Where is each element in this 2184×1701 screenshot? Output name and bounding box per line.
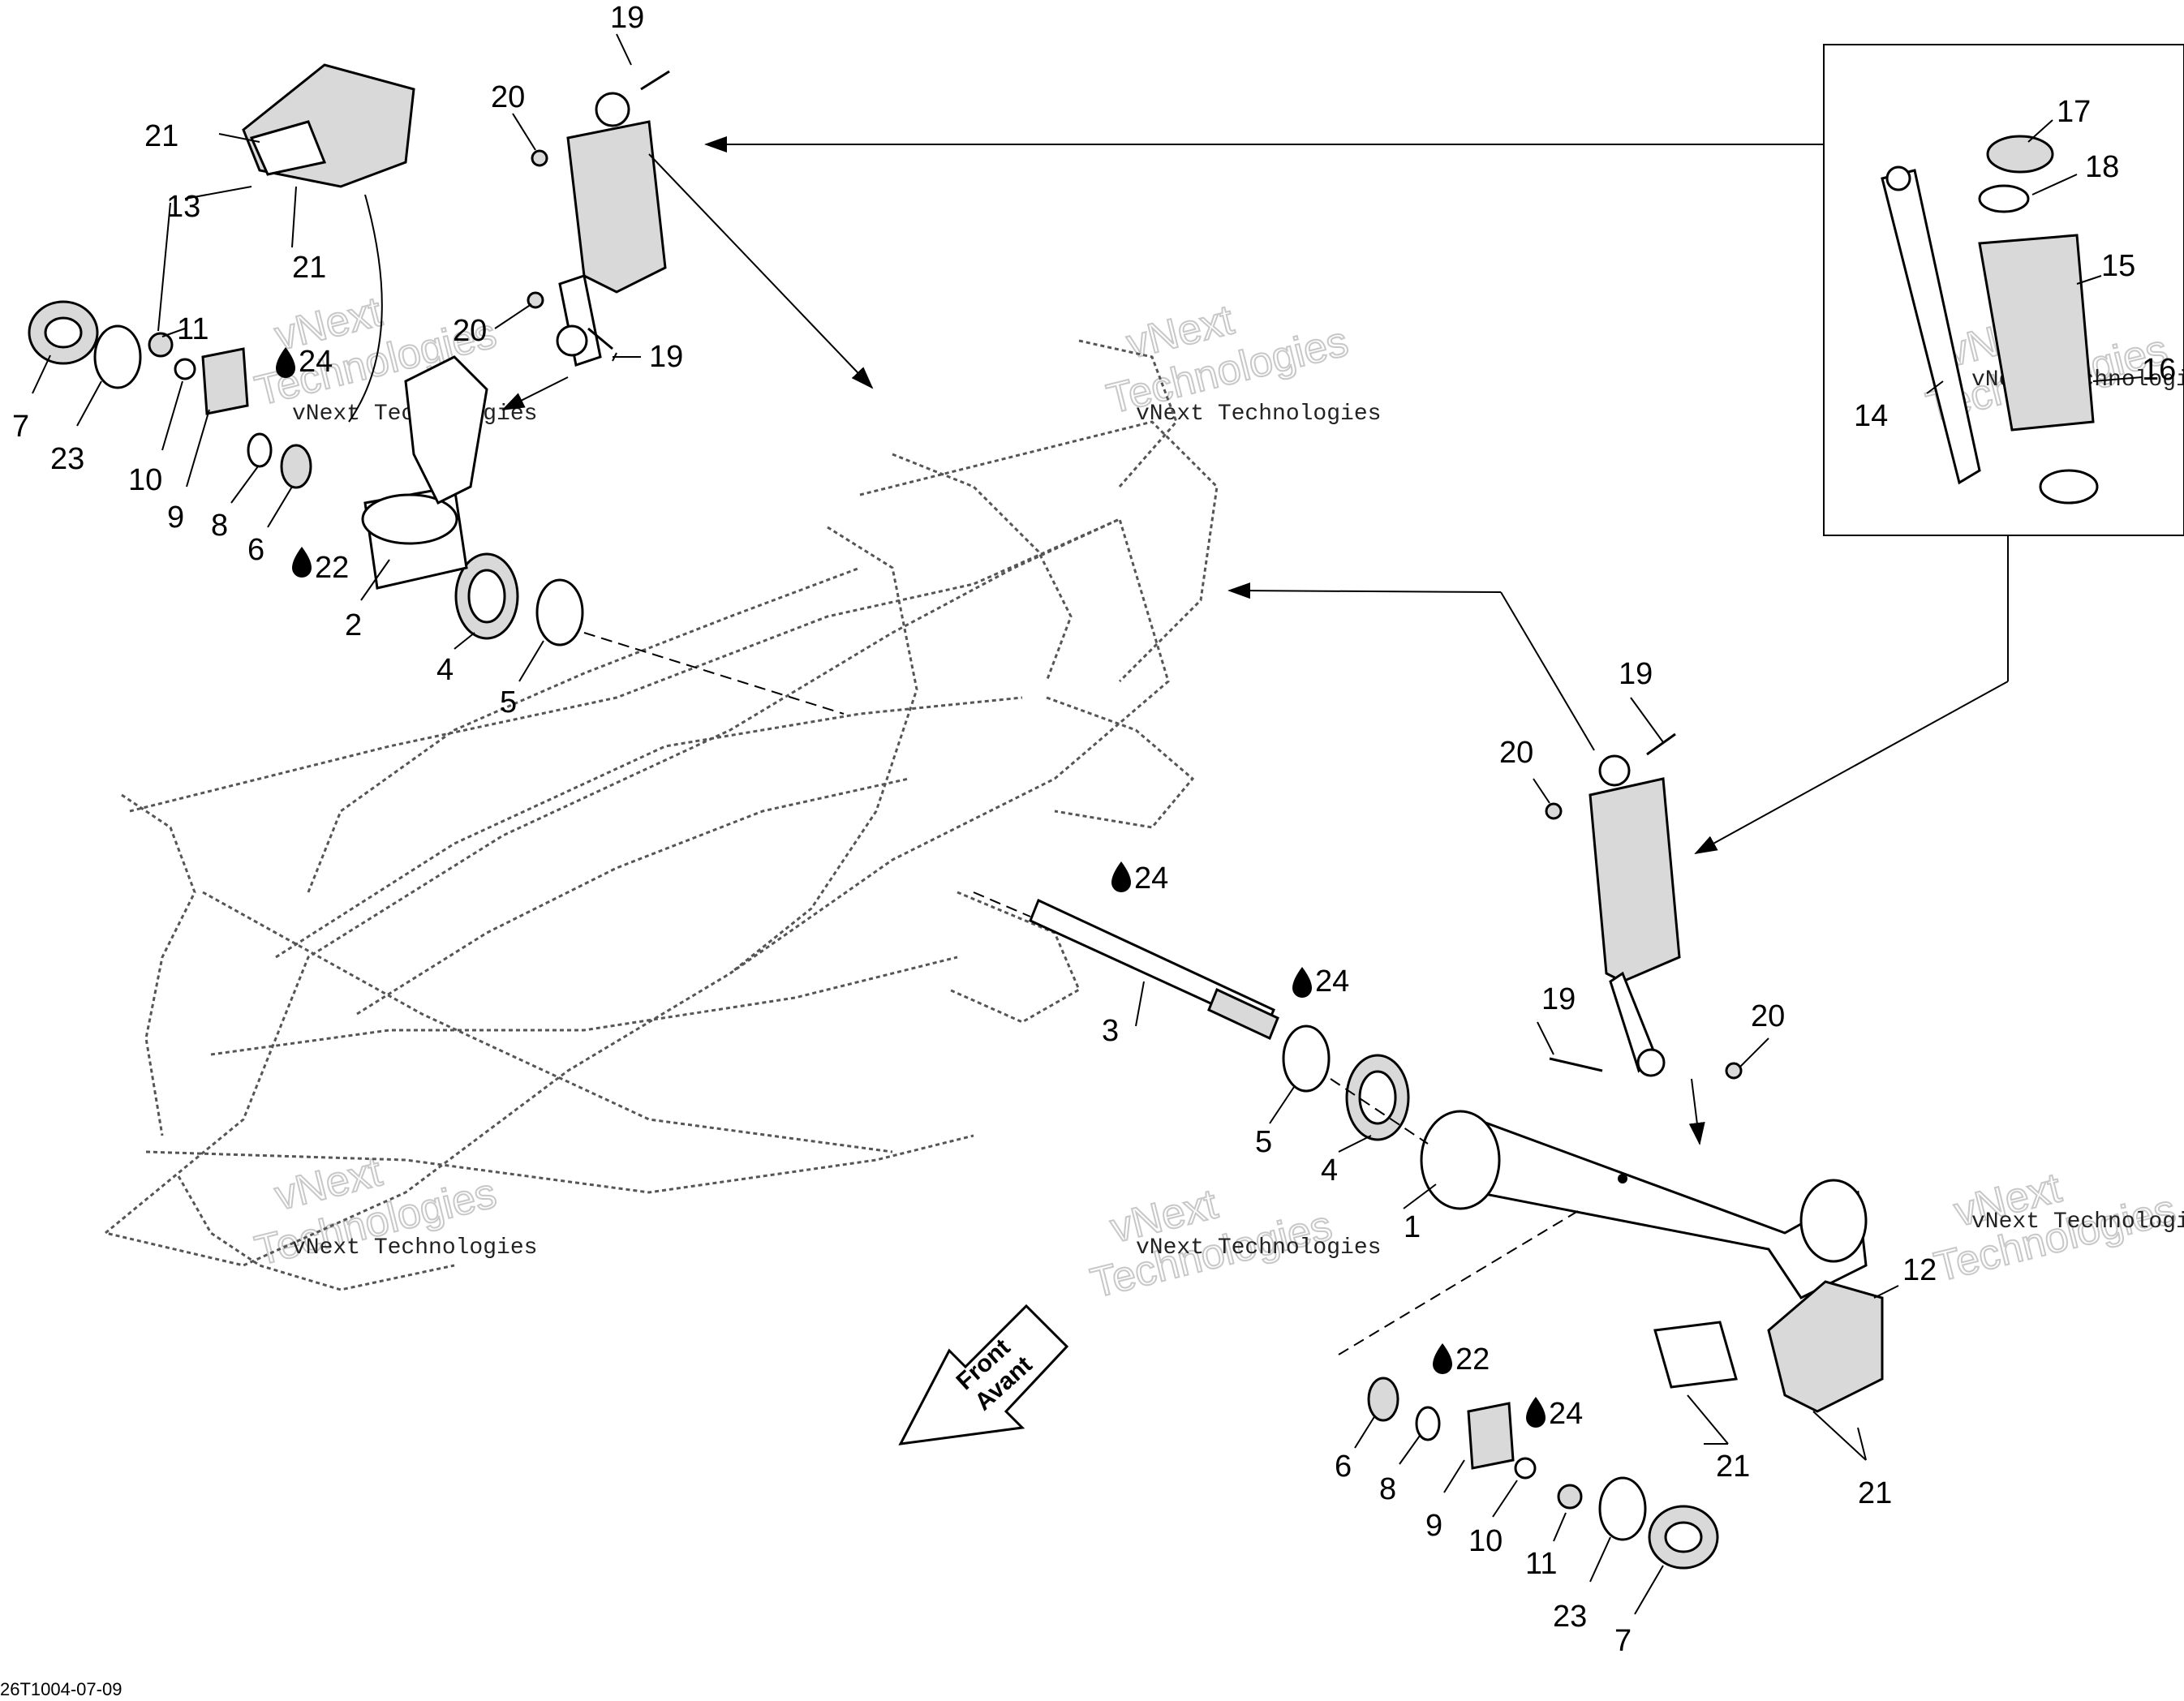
svg-text:vNext Technologies: vNext Technologies bbox=[1136, 402, 1381, 427]
svg-text:20: 20 bbox=[1499, 736, 1533, 770]
svg-text:24: 24 bbox=[1549, 1397, 1583, 1431]
svg-text:20: 20 bbox=[453, 314, 487, 348]
svg-text:13: 13 bbox=[166, 190, 200, 224]
svg-text:21: 21 bbox=[144, 119, 178, 153]
svg-text:24: 24 bbox=[299, 345, 333, 379]
circlip-part-5-upper bbox=[535, 578, 584, 646]
svg-text:10: 10 bbox=[1468, 1524, 1503, 1558]
svg-text:18: 18 bbox=[2085, 150, 2119, 184]
svg-text:19: 19 bbox=[610, 1, 644, 35]
oil-drop-icon bbox=[1292, 967, 1312, 998]
drop-callout-24c: 24 bbox=[1292, 964, 1349, 999]
drop-callout-24b: 24 bbox=[1111, 861, 1168, 896]
svg-text:19: 19 bbox=[1541, 982, 1576, 1016]
svg-text:15: 15 bbox=[2101, 249, 2135, 283]
drop-callout-22a: 22 bbox=[292, 547, 349, 585]
inset-box bbox=[1823, 44, 2184, 536]
svg-text:4: 4 bbox=[436, 653, 454, 687]
svg-text:24: 24 bbox=[1315, 964, 1349, 999]
svg-text:vNext Technologies: vNext Technologies bbox=[1136, 1235, 1381, 1261]
svg-text:3: 3 bbox=[1102, 1014, 1119, 1048]
svg-text:19: 19 bbox=[649, 340, 683, 374]
svg-text:22: 22 bbox=[315, 551, 349, 585]
svg-text:11: 11 bbox=[1525, 1547, 1557, 1581]
shock-mount-bracket bbox=[404, 355, 488, 505]
drop-callout-24d: 24 bbox=[1526, 1397, 1583, 1431]
svg-text:9: 9 bbox=[167, 500, 184, 535]
svg-text:vNext Technologies: vNext Technologies bbox=[1971, 1209, 2184, 1235]
svg-text:vNext Technologies: vNext Technologies bbox=[292, 1235, 537, 1261]
svg-text:7: 7 bbox=[12, 410, 29, 444]
bearing-part-4-upper bbox=[454, 552, 519, 640]
svg-text:5: 5 bbox=[500, 685, 517, 719]
shock-absorber-lower bbox=[1589, 754, 1681, 1077]
drop-callout-22b: 22 bbox=[1433, 1342, 1490, 1377]
shock-absorber-upper bbox=[556, 92, 667, 367]
svg-text:8: 8 bbox=[1379, 1472, 1396, 1506]
svg-text:12: 12 bbox=[1902, 1253, 1937, 1287]
svg-text:24: 24 bbox=[1134, 861, 1168, 896]
vehicle-frame bbox=[102, 339, 1219, 1291]
bearing-part-4-lower bbox=[1345, 1054, 1410, 1141]
svg-text:17: 17 bbox=[2057, 95, 2091, 129]
leader-lines bbox=[32, 33, 2143, 1615]
svg-text:7: 7 bbox=[1614, 1624, 1632, 1658]
svg-text:10: 10 bbox=[128, 463, 162, 497]
oil-drop-icon bbox=[276, 347, 295, 378]
svg-text:21: 21 bbox=[292, 251, 326, 285]
oil-drop-icon bbox=[1526, 1397, 1546, 1428]
svg-text:23: 23 bbox=[1553, 1600, 1587, 1634]
fasteners bbox=[527, 70, 1743, 1080]
svg-text:6: 6 bbox=[247, 533, 264, 567]
svg-text:8: 8 bbox=[211, 509, 228, 543]
shaft-part-3 bbox=[1029, 898, 1279, 1041]
svg-text:22: 22 bbox=[1455, 1342, 1490, 1377]
circlip-part-5-lower bbox=[1282, 1024, 1331, 1093]
svg-text:20: 20 bbox=[491, 80, 525, 114]
svg-text:6: 6 bbox=[1335, 1450, 1352, 1484]
svg-text:20: 20 bbox=[1751, 999, 1785, 1033]
svg-text:16: 16 bbox=[2142, 353, 2176, 387]
assembly-lines bbox=[583, 632, 1583, 1355]
hardware-left bbox=[28, 300, 312, 489]
svg-text:4: 4 bbox=[1321, 1153, 1338, 1188]
svg-text:2: 2 bbox=[345, 608, 362, 642]
svg-text:11: 11 bbox=[177, 312, 209, 346]
svg-text:14: 14 bbox=[1854, 399, 1888, 433]
oil-drop-icon bbox=[1111, 861, 1131, 892]
drop-callout-24a: 24 bbox=[276, 345, 333, 379]
svg-text:23: 23 bbox=[50, 442, 84, 476]
svg-text:21: 21 bbox=[1858, 1476, 1892, 1510]
watermark-group: vNext Technologies vNext Technologies vN… bbox=[250, 287, 2184, 1308]
svg-text:9: 9 bbox=[1425, 1509, 1442, 1543]
svg-text:1: 1 bbox=[1404, 1210, 1421, 1244]
tube-part-2 bbox=[361, 485, 468, 590]
svg-text:5: 5 bbox=[1255, 1125, 1272, 1159]
oil-drop-icon bbox=[1433, 1343, 1452, 1374]
arrows bbox=[348, 136, 2009, 1145]
swing-arm-part-1 bbox=[1420, 1110, 1868, 1299]
callout-labels: 19 20 21 13 21 11 20 19 7 23 10 9 8 6 2 … bbox=[12, 1, 2176, 1658]
oil-drop-icon bbox=[292, 547, 312, 578]
hardware-right bbox=[1367, 1377, 1719, 1570]
front-direction-arrow: Front Avant bbox=[898, 1304, 1069, 1445]
lower-bracket-part-12 bbox=[1653, 1280, 1884, 1413]
upper-bracket-part-13 bbox=[242, 63, 415, 188]
svg-text:21: 21 bbox=[1716, 1450, 1750, 1484]
svg-text:19: 19 bbox=[1619, 657, 1653, 691]
drawing-code: 26T1004-07-09 bbox=[0, 1679, 122, 1699]
